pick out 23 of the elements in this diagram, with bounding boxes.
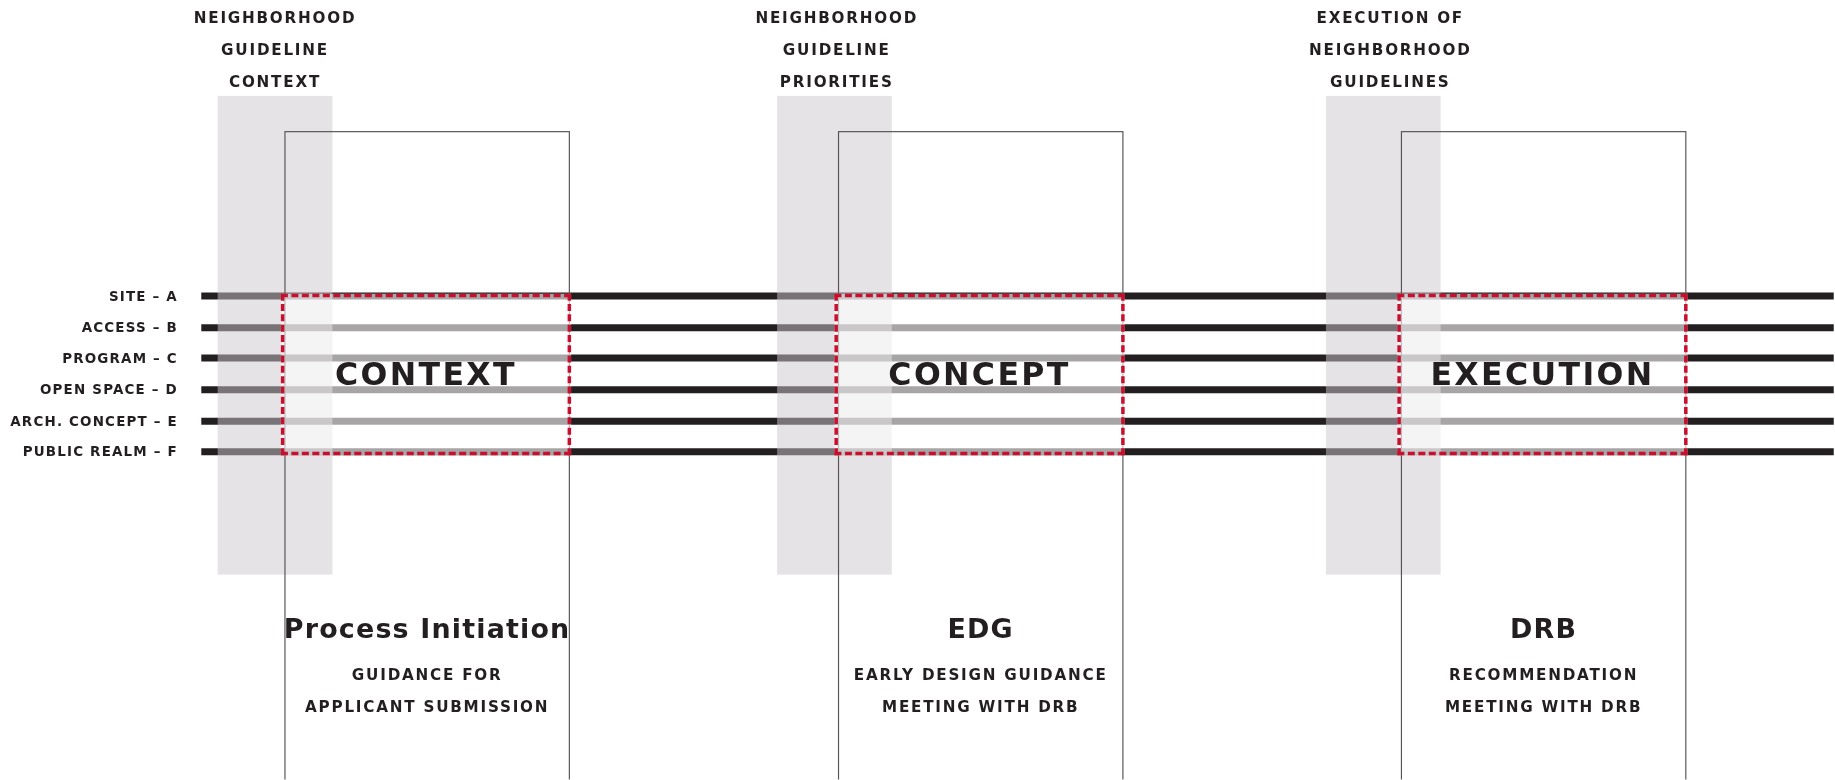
- track-label: PUBLIC REALM – F: [22, 443, 178, 460]
- phase-title: Process Initiation: [282, 613, 572, 644]
- stage-frame: [280, 293, 572, 456]
- band-heading: EXECUTION OF NEIGHBORHOOD GUIDELINES: [1308, 8, 1473, 93]
- phase-title: EDG: [946, 613, 1015, 644]
- stage-label: EXECUTION: [1429, 355, 1656, 393]
- track-label: PROGRAM – C: [62, 349, 178, 367]
- band-heading: NEIGHBORHOOD GUIDELINE CONTEXT: [193, 8, 357, 93]
- track-label: ARCH. CONCEPT – E: [10, 413, 178, 430]
- stage-label: CONCEPT: [887, 355, 1072, 393]
- stage-frame: [1397, 293, 1688, 456]
- phase-box: [837, 131, 1124, 780]
- stage-label: CONTEXT: [334, 355, 518, 393]
- band-heading: NEIGHBORHOOD GUIDELINE PRIORITIES: [754, 8, 919, 93]
- phase-description: EARLY DESIGN GUIDANCE MEETING WITH DRB: [852, 664, 1109, 718]
- track-label: ACCESS – B: [81, 319, 178, 336]
- phase-description: RECOMMENDATION MEETING WITH DRB: [1443, 664, 1644, 718]
- phase-description: GUIDANCE FOR APPLICANT SUBMISSION: [304, 664, 551, 718]
- track-label: SITE – A: [108, 287, 178, 305]
- stage-frame: [834, 293, 1125, 456]
- phase-title: DRB: [1509, 613, 1579, 644]
- phase-box: [1400, 131, 1687, 780]
- track-label: OPEN SPACE – D: [39, 381, 178, 398]
